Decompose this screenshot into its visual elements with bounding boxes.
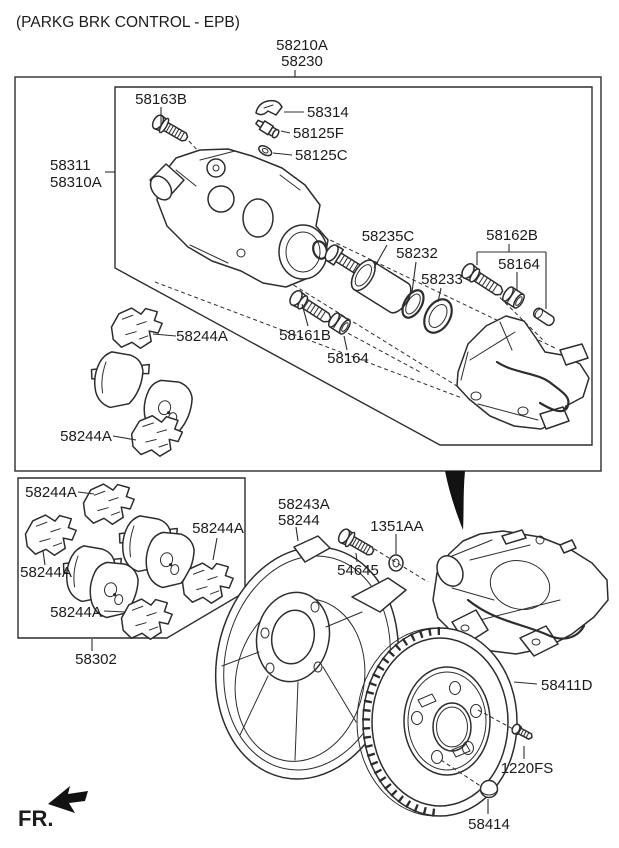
leader-shield-bolt (355, 552, 358, 563)
pad-shim-upper-drawing (108, 304, 165, 352)
pad-spring-clip-drawing (255, 99, 283, 116)
caliper-body-drawing (149, 148, 329, 288)
leader-piston-boot (437, 287, 442, 303)
pad-kit-shim-left-drawing (22, 511, 79, 559)
pad-backplate-drawing (84, 348, 153, 414)
leader-bleeder-screw (280, 130, 291, 134)
caliper-inner-frame (114, 86, 593, 446)
callout-disc-screw: 1220FS (501, 760, 554, 777)
callout-guide-rod: 58161B (279, 327, 331, 344)
callout-splash-shield-kit-1: 58243A (278, 496, 330, 513)
callout-shield-bolt: 54645 (337, 562, 379, 579)
pad-kit-shim-top-drawing (80, 480, 137, 528)
leader-pad-kit-shim-left (42, 550, 46, 566)
callout-piston-boot: 58233 (421, 271, 463, 288)
front-marker-label: FR. (18, 806, 53, 831)
callout-pad-kit: 58302 (75, 651, 117, 668)
bleeder-cap-drawing (258, 145, 273, 157)
leader-pad-kit-shim-right (212, 537, 218, 561)
callout-guide-bolt: 58163B (135, 91, 187, 108)
pad-shim-lower-drawing (128, 411, 185, 461)
o-ring-drawing (312, 240, 328, 260)
flow-arrow (445, 471, 465, 530)
piston-seal-drawing (401, 289, 425, 319)
leader-brake-disc (513, 681, 538, 685)
callout-bleeder-screw: 58125F (293, 125, 344, 142)
callout-rod-bushing-left: 58164 (327, 350, 369, 367)
callout-pad-kit-shim-top: 58244A (25, 484, 77, 501)
callout-grease-cap: 58414 (468, 816, 510, 833)
piston-drawing (350, 259, 412, 314)
callout-piston-seal: 58232 (396, 245, 438, 262)
callout-caliper-assy-kit-1: 58210A (276, 37, 328, 54)
leader-pad-shim-upper (152, 333, 177, 337)
callout-splash-shield-kit-2: 58244 (278, 512, 320, 529)
pad-kit-frame (17, 477, 246, 639)
rod-bushing-right-drawing (499, 284, 527, 311)
axis-shield-bolt (367, 544, 429, 583)
brake-disc-drawing (356, 627, 518, 817)
callout-pad-shim-upper: 58244A (176, 328, 228, 345)
washer-drawing (388, 554, 404, 572)
callout-guide-rod-kit: 58162B (486, 227, 538, 244)
leader-bleeder-cap (272, 152, 293, 156)
callout-washer: 1351AA (370, 518, 423, 535)
front-direction-arrow (48, 786, 88, 813)
carrier-bracket-drawing (456, 315, 590, 430)
callout-pad-spring-clip: 58314 (307, 104, 349, 121)
rod-pin-drawing (532, 307, 555, 327)
callout-caliper-body-kit-1: 58311 (50, 157, 91, 174)
leader-rod-bushing-left (343, 335, 348, 351)
piston-boot-drawing (423, 298, 453, 334)
page-title: (PARKG BRK CONTROL - EPB) (16, 14, 240, 31)
axis-grease-cap (440, 759, 483, 788)
callout-pad-shim-lower: 58244A (60, 428, 112, 445)
callout-pad-kit-shim-left: 58244A (20, 564, 72, 581)
axis-body-carrier-2 (154, 281, 463, 399)
guide-bolt-drawing (149, 112, 192, 147)
callout-caliper-body-kit-2: 58310A (50, 174, 102, 191)
callout-pad-kit-shim-bottom: 58244A (50, 604, 102, 621)
callout-caliper-assy-kit-2: 58230 (281, 53, 323, 70)
leader-piston-seal (411, 261, 417, 293)
leader-piston (373, 244, 388, 269)
callout-brake-disc: 58411D (541, 677, 593, 694)
callout-rod-bushing-right: 58164 (498, 256, 540, 273)
callout-bleeder-cap: 58125C (295, 147, 348, 164)
caliper-kit-frame (14, 76, 602, 472)
grease-cap-drawing (479, 779, 499, 799)
leader-guide-rod-kit (476, 244, 547, 309)
bleeder-screw-drawing (255, 119, 280, 139)
leader-pad-kit-shim-top (77, 491, 95, 495)
splash-shield-drawing (214, 535, 407, 780)
guide-rod-left-drawing (286, 287, 335, 328)
leader-splash-shield-kit (295, 526, 299, 542)
callout-pad-kit-shim-right: 58244A (192, 520, 244, 537)
axis-guide-rod-left (341, 329, 421, 373)
callout-piston: 58235C (362, 228, 415, 245)
leader-pad-kit-shim-bottom (103, 610, 127, 613)
leader-pad-shim-lower (112, 435, 137, 441)
leader-guide-rod (301, 303, 309, 327)
